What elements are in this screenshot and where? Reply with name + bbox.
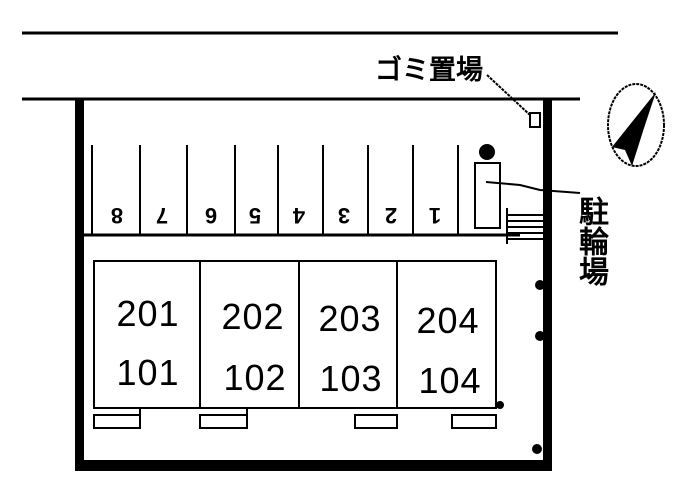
unit-number: 201 <box>116 293 180 334</box>
right-wall <box>543 99 552 471</box>
parking-stall-number: 4 <box>292 203 306 228</box>
unit-number: 101 <box>116 352 180 393</box>
unit-number: 104 <box>418 360 482 401</box>
bicycle-rack <box>474 162 501 229</box>
bottom-wall <box>75 460 552 471</box>
compass-icon <box>607 83 665 167</box>
parking-stall-number: 8 <box>110 203 124 228</box>
parking-stall-number: 6 <box>204 203 218 228</box>
parking-stall-number: 5 <box>248 203 262 228</box>
parking-stall-number: 2 <box>384 203 398 228</box>
shrub-icons <box>496 280 545 454</box>
bicycle-leader <box>485 181 581 194</box>
parking-stall-number: 1 <box>428 203 442 228</box>
unit-number: 103 <box>319 358 383 399</box>
parking-stall-number: 7 <box>155 203 169 228</box>
garbage-leader <box>486 74 531 116</box>
parking-stall-number: 3 <box>337 203 351 228</box>
unit-number: 203 <box>318 298 382 339</box>
bicycle-parking-label: 駐輪場 <box>574 196 607 286</box>
garbage-box <box>529 112 541 128</box>
garbage-area-label: ゴミ置場 <box>375 55 483 85</box>
unit-number: 202 <box>221 296 285 337</box>
tree-icon <box>479 144 495 160</box>
left-wall <box>75 99 84 471</box>
parking-stall-lines <box>84 145 520 237</box>
unit-number: 204 <box>416 300 480 341</box>
unit-number: 102 <box>223 357 287 398</box>
stairs-icon <box>506 208 543 244</box>
building <box>93 260 497 429</box>
